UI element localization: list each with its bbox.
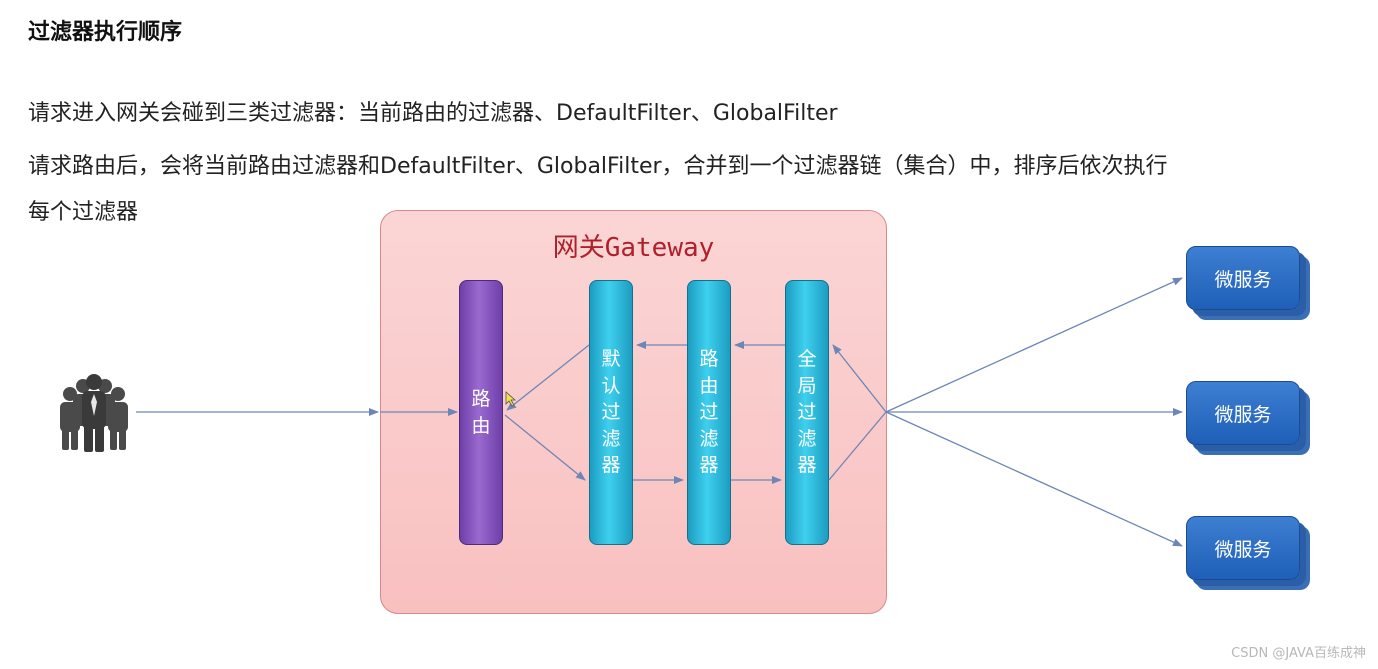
page-title: 过滤器执行顺序 xyxy=(28,20,183,45)
mouse-cursor-icon xyxy=(505,391,517,407)
description-line-3: 每个过滤器 xyxy=(28,200,139,225)
route-filter-label: 路由过滤器 xyxy=(699,348,719,477)
route-filter-bar: 路由过滤器 xyxy=(687,280,731,545)
description-line-1: 请求进入网关会碰到三类过滤器：当前路由的过滤器、DefaultFilter、Gl… xyxy=(28,101,838,126)
default-filter-label: 默认过滤器 xyxy=(601,348,621,477)
users-group-icon xyxy=(60,374,128,452)
route-bar: 路由 xyxy=(459,280,503,545)
microservice-box-3: 微服务 xyxy=(1186,516,1300,580)
global-filter-bar: 全局过滤器 xyxy=(785,280,829,545)
microservice-label-1: 微服务 xyxy=(1214,268,1272,291)
default-filter-bar: 默认过滤器 xyxy=(589,280,633,545)
arrow-hub-to-service-3 xyxy=(885,411,1183,547)
microservice-label-3: 微服务 xyxy=(1214,538,1272,561)
gateway-title: 网关Gateway xyxy=(552,233,715,263)
global-filter-label: 全局过滤器 xyxy=(797,348,817,477)
arrow-hub-to-service-1 xyxy=(885,277,1183,413)
microservice-label-2: 微服务 xyxy=(1214,403,1272,426)
watermark: CSDN @JAVA百练成神 xyxy=(1231,646,1366,661)
route-bar-label: 路由 xyxy=(471,387,491,437)
microservice-box-2: 微服务 xyxy=(1186,381,1300,445)
description-line-2: 请求路由后，会将当前路由过滤器和DefaultFilter、GlobalFilt… xyxy=(28,154,1168,179)
microservice-box-1: 微服务 xyxy=(1186,246,1300,310)
